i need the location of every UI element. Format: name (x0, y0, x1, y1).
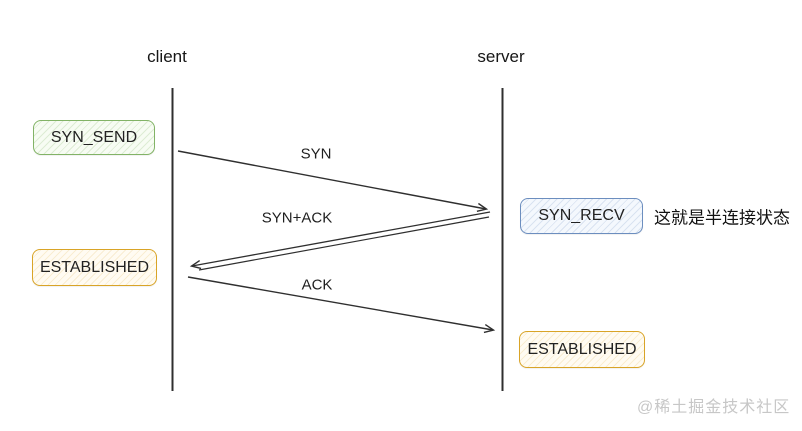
half-connection-annotation: 这就是半连接状态 (654, 208, 790, 228)
state-box-syn-recv: SYN_RECV (520, 198, 643, 234)
arrow-syn (177, 150, 489, 213)
watermark: @稀土掘金技术社区 (637, 399, 791, 416)
arrow-ack (187, 276, 496, 334)
state-box-established-client: ESTABLISHED (32, 249, 157, 286)
lifeline-label-server: server (477, 47, 525, 66)
message-label-syn-ack: SYN+ACK (258, 209, 336, 227)
message-label-ack: ACK (298, 276, 336, 294)
arrow-syn-ack-double-stroke (198, 216, 490, 271)
state-box-syn-send: SYN_SEND (33, 120, 155, 155)
state-box-established-client-label: ESTABLISHED (39, 258, 150, 276)
state-box-syn-recv-label: SYN_RECV (538, 207, 625, 224)
lifeline-label-client: client (147, 47, 187, 66)
state-box-syn-send-label: SYN_SEND (50, 128, 138, 146)
state-box-established-server: ESTABLISHED (519, 331, 645, 368)
arrow-syn-ack (189, 211, 491, 270)
state-box-established-server-label: ESTABLISHED (527, 340, 637, 358)
message-label-syn: SYN (297, 145, 335, 163)
